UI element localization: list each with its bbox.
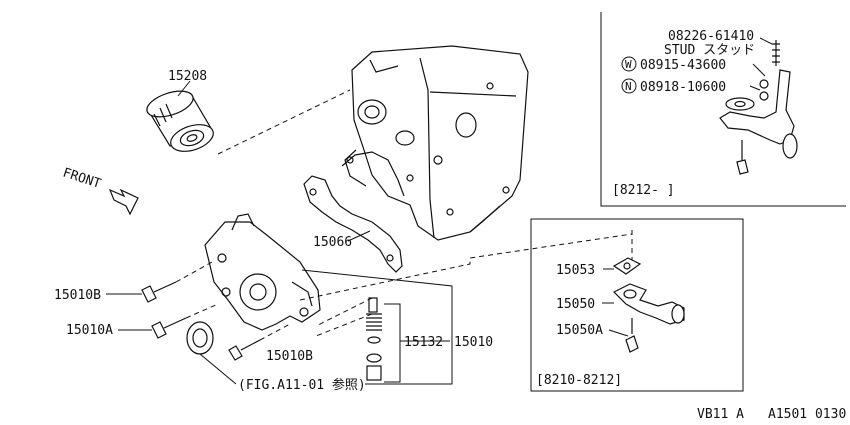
label-front: FRONT xyxy=(61,166,103,192)
label-stud-text: STUD スタッド xyxy=(664,43,755,58)
oil-pump xyxy=(204,213,321,331)
label-gasket: 15066 xyxy=(313,235,352,250)
label-oil-filter: 15208 xyxy=(168,69,207,84)
label-bolt-15010a: 15010A xyxy=(66,323,113,338)
label-lower-box-range: [8210-8212] xyxy=(536,373,622,388)
washer-mark: W xyxy=(625,58,632,71)
footer-right-code: A1501 0130 xyxy=(768,407,846,422)
bolt-15010b-lower xyxy=(228,323,291,361)
footer-left-code: VB11 A xyxy=(697,407,744,422)
label-bolt-15010b-lower: 15010B xyxy=(266,349,313,364)
bolt-15010b-upper xyxy=(141,261,213,303)
front-gasket xyxy=(303,151,405,273)
bolt-15010a xyxy=(151,303,219,339)
stud-parts xyxy=(719,37,798,175)
label-strainer-bolt: 15050A xyxy=(556,323,603,338)
label-bolt-15010b-upper: 15010B xyxy=(54,288,101,303)
strainer-detail-box xyxy=(530,218,744,392)
leader-lines xyxy=(106,80,633,385)
label-relief-valve: 15132 xyxy=(404,335,443,350)
label-strainer: 15050 xyxy=(556,297,595,312)
label-washer-part: 08915-43600 xyxy=(640,58,726,73)
nut-mark: N xyxy=(625,80,632,93)
stud-detail-box xyxy=(600,12,846,207)
strainer-parts xyxy=(602,230,685,353)
engine-block xyxy=(344,45,529,241)
label-upper-box-range: [8212- ] xyxy=(612,183,675,198)
label-fig-reference: (FIG.A11-01 参照) xyxy=(238,377,366,393)
relief-valve-parts xyxy=(315,297,401,383)
label-stud-part: 08226-61410 xyxy=(668,29,754,44)
front-arrow-icon xyxy=(108,188,139,216)
label-strainer-gasket: 15053 xyxy=(556,263,595,278)
label-oil-pump: 15010 xyxy=(454,335,493,350)
label-nut-part: 08918-10600 xyxy=(640,80,726,95)
oil-filter xyxy=(146,90,214,152)
oil-seal xyxy=(186,321,214,355)
